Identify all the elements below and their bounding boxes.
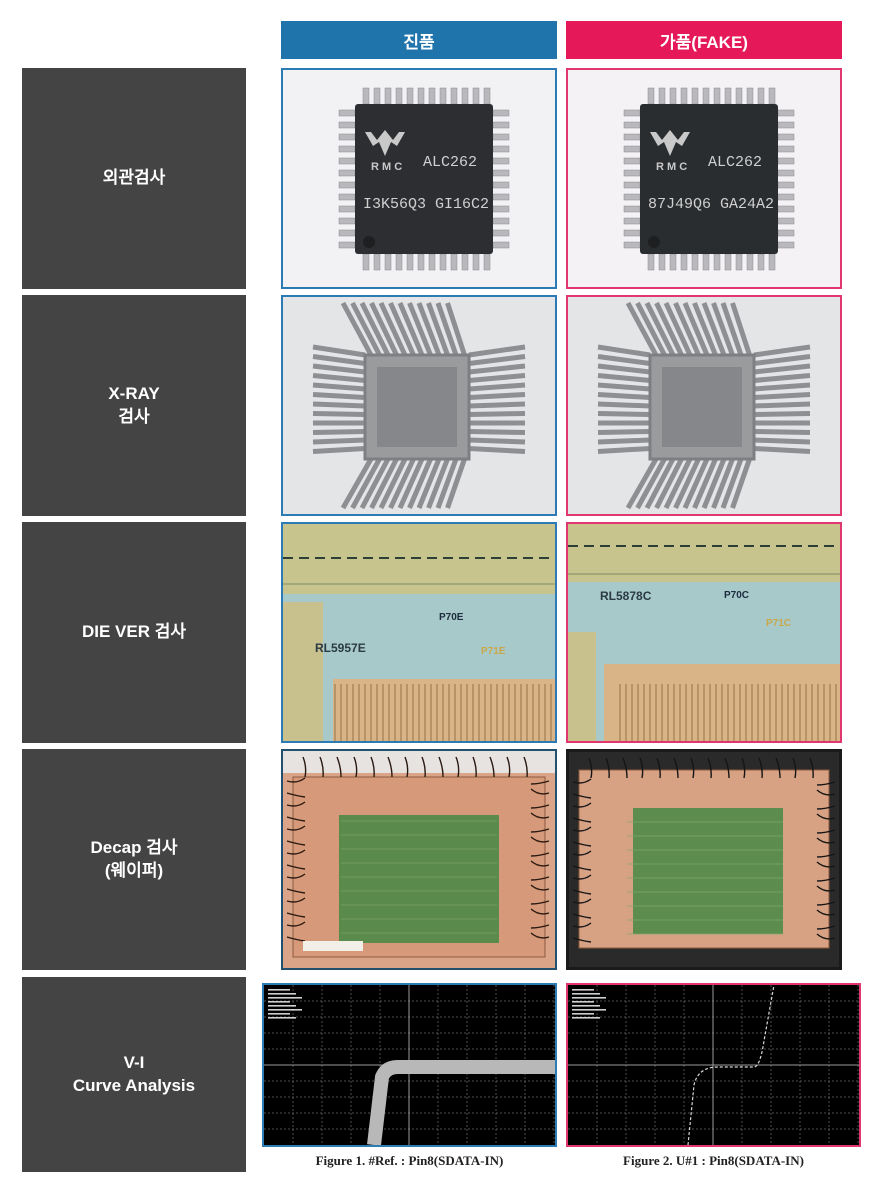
die-id-text: RL5957E bbox=[315, 641, 366, 655]
die-photo: RL5957E P70E P71E bbox=[283, 524, 555, 741]
die-mark-bottom-text: P71C bbox=[766, 618, 791, 629]
exterior-fake-image: R M C ALC262 87J49Q6 GA24A2 bbox=[566, 68, 842, 289]
xray-fake-image bbox=[566, 295, 842, 516]
die-fake-image: RL5878C P70C P71C bbox=[566, 522, 842, 743]
vi-curve-fake-caption: Figure 2. U#1 : Pin8(SDATA-IN) bbox=[623, 1153, 804, 1168]
die-photo: RL5878C P70C P71C bbox=[568, 524, 840, 741]
vi-curve-genuine-plot bbox=[262, 983, 557, 1147]
die-mark-bottom-text: P71E bbox=[481, 646, 506, 657]
genuine-column-header: 진품 bbox=[281, 21, 557, 59]
xray-photo bbox=[283, 297, 555, 514]
row-label-decap: Decap 검사 (웨이퍼) bbox=[22, 749, 246, 970]
xray-genuine-image bbox=[281, 295, 557, 516]
wafer-photo bbox=[569, 752, 839, 967]
chip-photo: R M C ALC262 I3K56Q3 GI16C2 bbox=[283, 70, 555, 287]
row-label-exterior: 외관검사 bbox=[22, 68, 246, 289]
vi-scope-screen bbox=[264, 985, 555, 1145]
xray-photo bbox=[568, 297, 840, 514]
vi-curve-fake-plot bbox=[566, 983, 861, 1147]
chip-brand-text: ALC262 bbox=[708, 154, 762, 171]
die-mark-top-text: P70C bbox=[724, 590, 749, 601]
row-label-xray: X-RAY 검사 bbox=[22, 295, 246, 516]
chip-lot-text: 87J49Q6 GA24A2 bbox=[648, 196, 774, 213]
svg-text:R M C: R M C bbox=[371, 161, 402, 173]
vi-curve-genuine-caption: Figure 1. #Ref. : Pin8(SDATA-IN) bbox=[315, 1153, 504, 1168]
row-label-vi-curve: V-I Curve Analysis bbox=[22, 977, 246, 1172]
die-id-text: RL5878C bbox=[600, 589, 652, 603]
row-label-die: DIE VER 검사 bbox=[22, 522, 246, 743]
chip-brand-text: ALC262 bbox=[423, 154, 477, 171]
vi-scope-screen bbox=[568, 985, 859, 1145]
chip-lot-text: I3K56Q3 GI16C2 bbox=[363, 196, 489, 213]
exterior-genuine-image: R M C ALC262 I3K56Q3 GI16C2 bbox=[281, 68, 557, 289]
chip-photo: R M C ALC262 87J49Q6 GA24A2 bbox=[568, 70, 840, 287]
svg-text:R M C: R M C bbox=[656, 161, 687, 173]
die-genuine-image: RL5957E P70E P71E bbox=[281, 522, 557, 743]
fake-column-header: 가품(FAKE) bbox=[566, 21, 842, 59]
wafer-photo bbox=[283, 751, 555, 968]
die-mark-top-text: P70E bbox=[439, 612, 464, 623]
decap-fake-image bbox=[566, 749, 842, 970]
decap-genuine-image bbox=[281, 749, 557, 970]
